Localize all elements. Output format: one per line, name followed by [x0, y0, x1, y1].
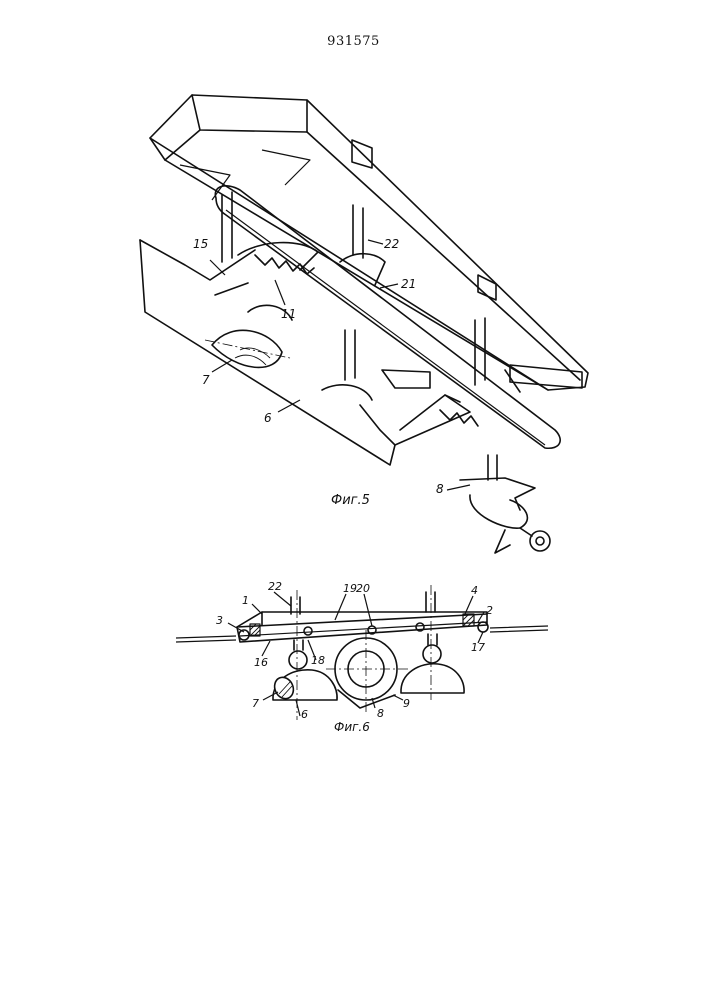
- beam-21: [215, 186, 560, 448]
- fig6-label-16: 16: [254, 656, 268, 669]
- fig5-caption: Фиг.5: [331, 493, 370, 508]
- figure-6: 22 1 19 20 4 2 3 16 18 17 7 6 8 9 Фиг.6: [176, 580, 548, 734]
- fig6-label-8: 8: [377, 707, 384, 720]
- fig6-label-17: 17: [471, 641, 485, 654]
- roller-right: [423, 645, 441, 663]
- fig5-label-11: 11: [281, 307, 296, 321]
- fig6-label-3: 3: [216, 614, 223, 627]
- fig5-label-7: 7: [202, 373, 210, 387]
- fig6-label-6: 6: [301, 708, 308, 721]
- fig6-caption: Фиг.6: [334, 720, 370, 734]
- fig6-label-20: 20: [356, 582, 370, 595]
- blade-7: [205, 330, 290, 367]
- roller-left: [289, 651, 307, 669]
- fig6-label-2: 2: [486, 604, 493, 617]
- ground-line-left: [176, 636, 236, 642]
- fig6-label-19: 19: [343, 582, 357, 595]
- housing-6: [140, 240, 470, 465]
- figure-5: 15 11 22 21 7 6 8 Фиг.5: [140, 95, 588, 553]
- fig6-label-1: 1: [242, 594, 249, 607]
- fig5-label-22: 22: [384, 237, 399, 251]
- fig5-label-15: 15: [193, 237, 208, 251]
- fig5-label-6: 6: [264, 411, 272, 425]
- ground-line-right: [490, 626, 548, 632]
- fig5-label-8: 8: [436, 482, 444, 496]
- disc-b: [322, 385, 372, 400]
- fig6-label-9: 9: [403, 697, 410, 710]
- fig5-label-21: 21: [401, 277, 416, 291]
- fig6-label-4: 4: [471, 584, 478, 597]
- fig6-label-22: 22: [268, 580, 282, 593]
- blade-7-fig6: [271, 674, 297, 702]
- fig6-label-7: 7: [252, 697, 259, 710]
- fig6-label-18: 18: [311, 654, 325, 667]
- cutter-8: [460, 478, 550, 553]
